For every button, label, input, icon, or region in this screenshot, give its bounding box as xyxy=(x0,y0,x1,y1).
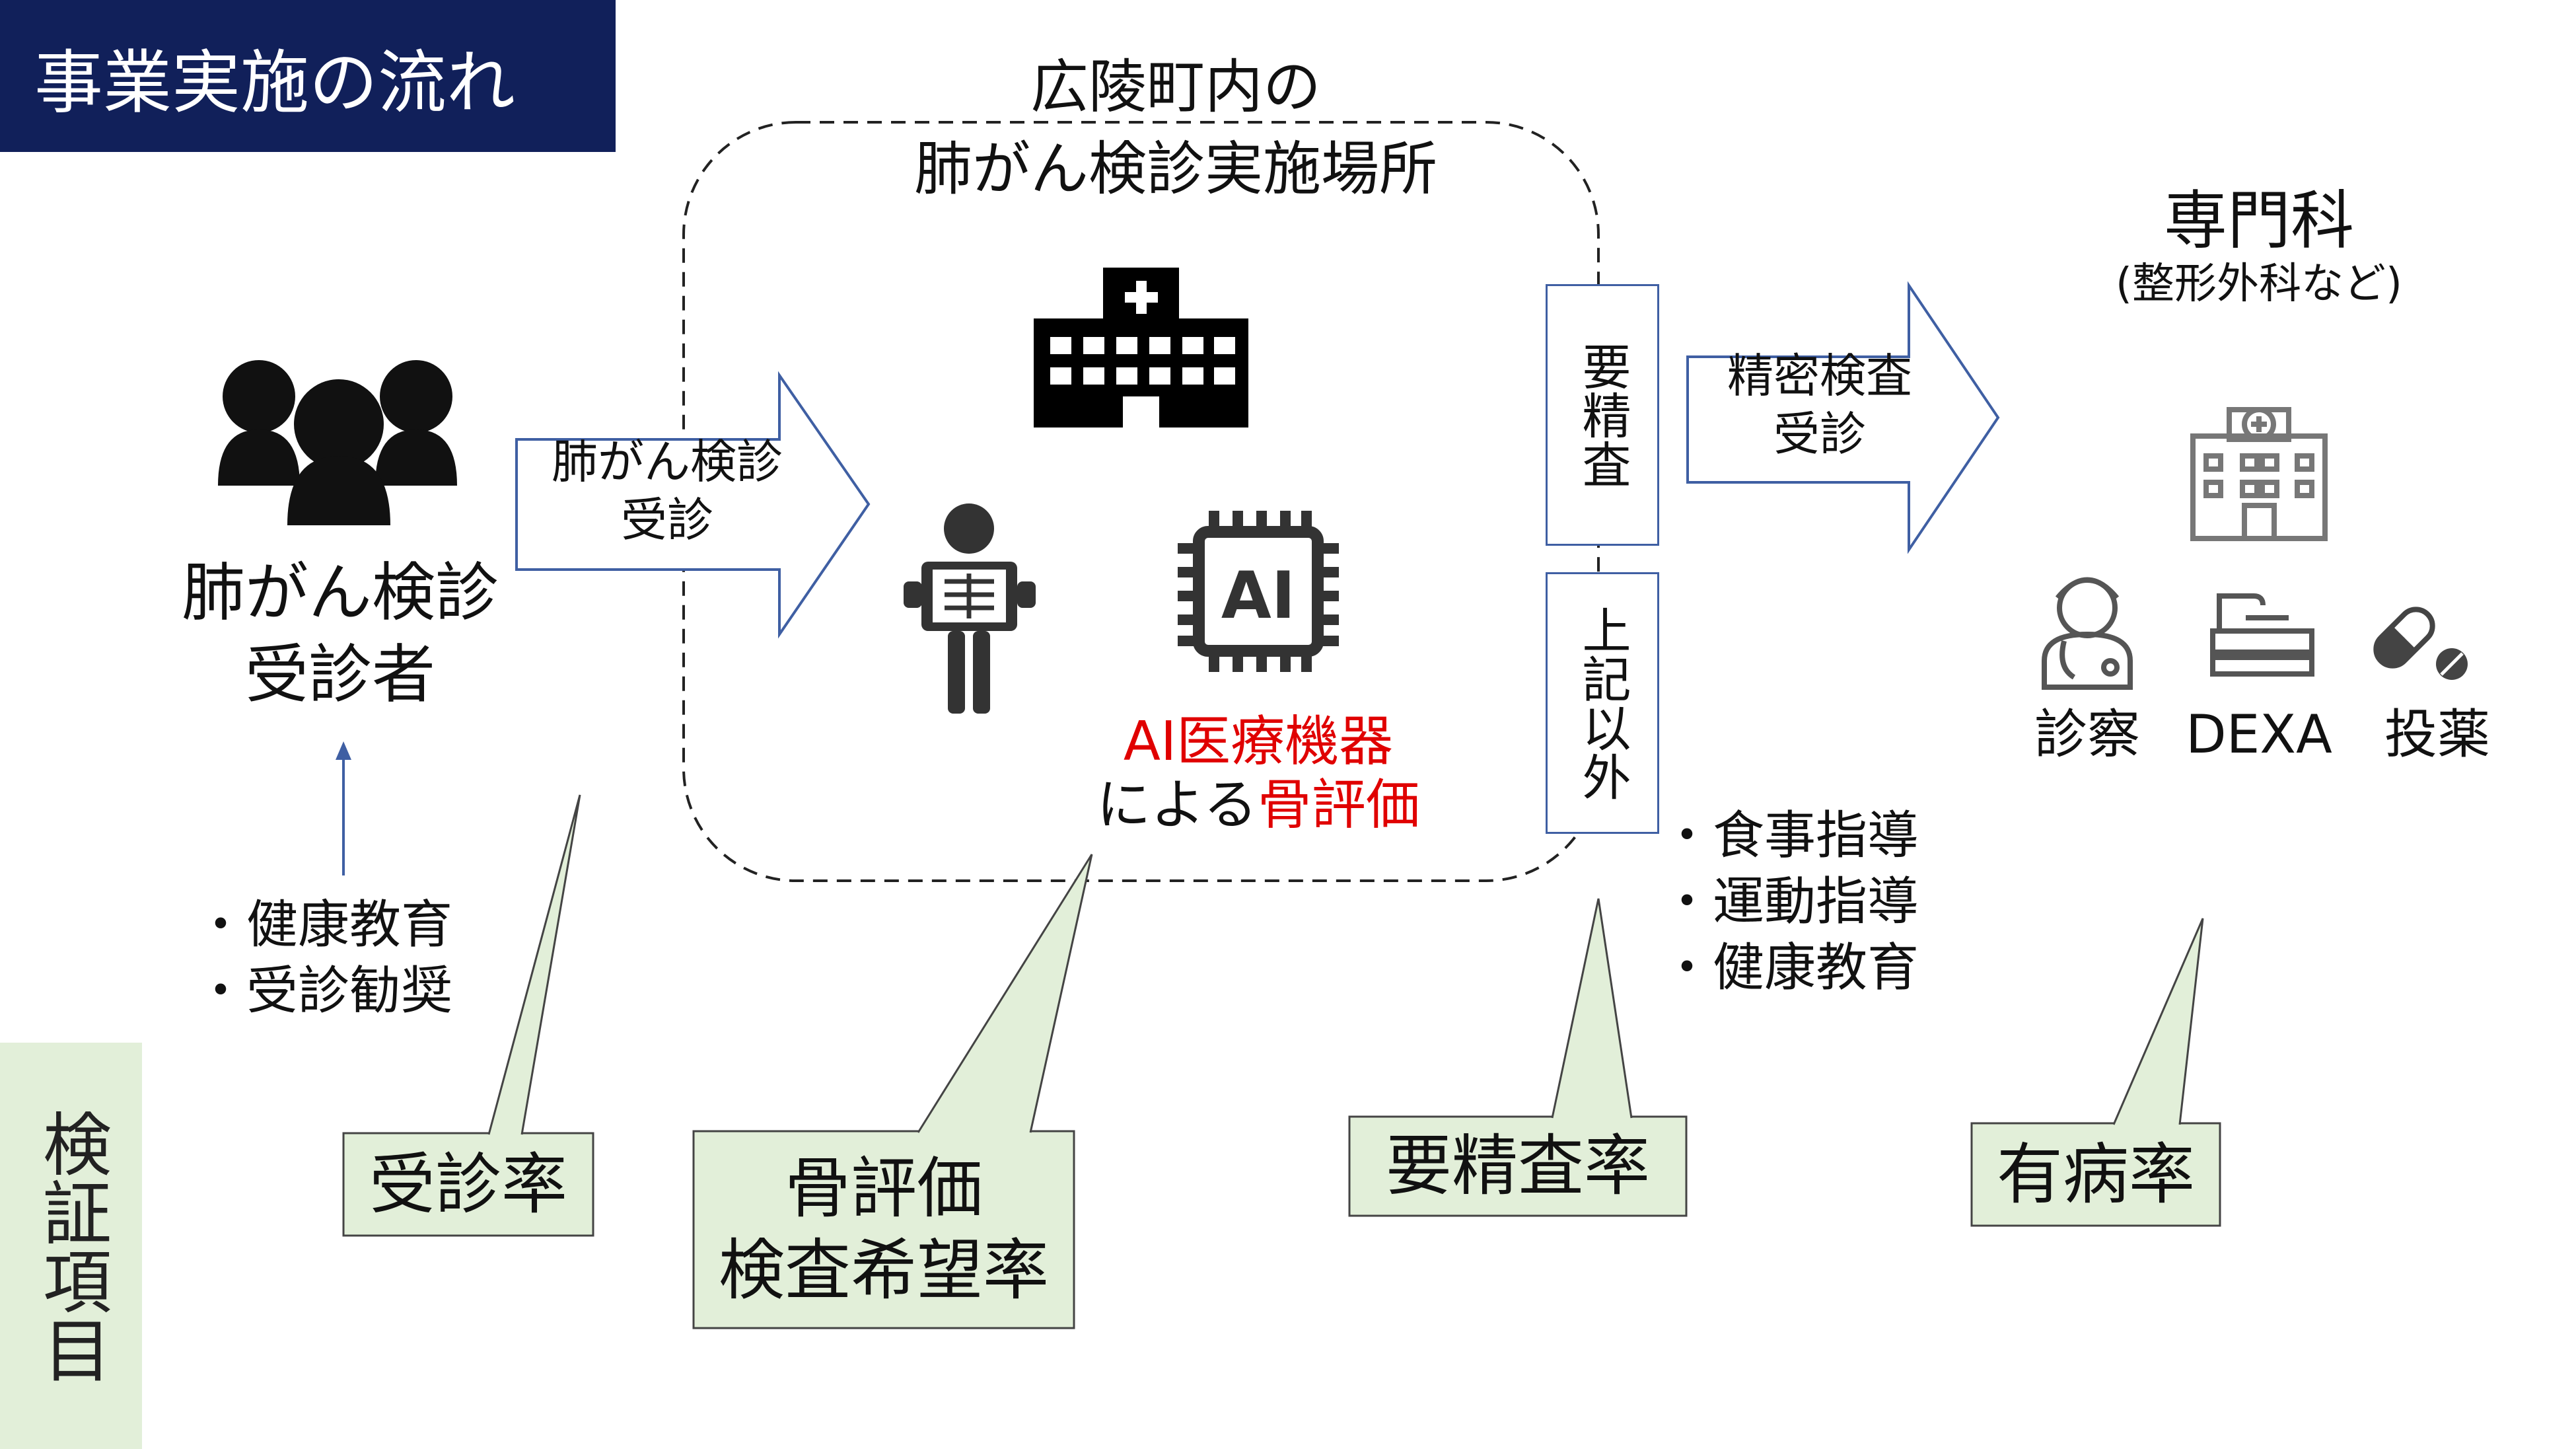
examinee-label-line2: 受診者 xyxy=(245,638,435,712)
arrow-detail-label: 精密検査 受診 xyxy=(1691,347,1949,463)
callout-bone-eval-shape xyxy=(692,854,1093,1329)
ai-chip-icon: AI xyxy=(1178,511,1339,672)
venue-title: 広陵町内の 肺がん検診実施場所 xyxy=(753,46,1598,210)
callout-bone-eval-rate: 骨評価 検査希望率 xyxy=(694,1131,1074,1328)
followup-item: 食事指導 xyxy=(1661,803,1919,869)
other-cases-box: 上記以外 xyxy=(1546,572,1659,834)
specialist-title: 専門科 xyxy=(2164,184,2354,258)
guidance-item: 受診勧奨 xyxy=(195,958,452,1024)
service-medication-label: 投薬 xyxy=(2384,704,2490,765)
ai-evaluation-label: AI医療機器 による骨評価 xyxy=(1044,710,1473,837)
service-consultation-label: 診察 xyxy=(2034,704,2140,765)
arrow-screening-line2: 受診 xyxy=(621,493,713,547)
arrow-screening-line1: 肺がん検診 xyxy=(552,435,783,489)
examinee-label-line1: 肺がん検診 xyxy=(182,556,499,630)
hospital-icon xyxy=(1034,268,1248,427)
up-arrow-icon xyxy=(336,741,351,875)
callout-prevalence-rate: 有病率 xyxy=(1997,1135,2195,1213)
clinic-icon xyxy=(2190,407,2328,541)
callout-participation-rate: 受診率 xyxy=(369,1145,567,1223)
ai-evaluation-line2: による骨評価 xyxy=(1096,774,1420,837)
verification-label: 検証項目 xyxy=(30,1108,112,1384)
ai-device-label: AI医療機器 xyxy=(1123,710,1394,773)
venue-title-line2: 肺がん検診実施場所 xyxy=(913,135,1437,203)
callout-shapes xyxy=(342,794,2221,1329)
xray-person-icon xyxy=(904,503,1036,714)
other-cases-label: 上記以外 xyxy=(1574,605,1631,801)
precise-needed-label: 要精査 xyxy=(1574,342,1631,488)
arrow-detail-shape xyxy=(1686,281,2000,554)
doctor-icon xyxy=(2042,577,2133,690)
pill-icon xyxy=(2373,607,2468,680)
followup-item: 運動指導 xyxy=(1661,869,1919,935)
precise-needed-box: 要精査 xyxy=(1546,284,1659,546)
callout-bone-eval-line2: 検査希望率 xyxy=(719,1232,1049,1309)
arrow-screening-label: 肺がん検診 受診 xyxy=(522,433,812,549)
page-title: 事業実施の流れ xyxy=(0,0,616,152)
callout-prevalence-shape xyxy=(1970,918,2221,1227)
callout-bone-eval-line1: 骨評価 xyxy=(785,1150,983,1227)
arrow-detail-line2: 受診 xyxy=(1773,407,1866,461)
arrow-screening-shape xyxy=(515,371,871,639)
verification-label-box: 検証項目 xyxy=(0,1043,142,1449)
svg-text:AI: AI xyxy=(1221,558,1295,634)
service-dexa-label: DEXA xyxy=(2186,704,2332,765)
examinee-label: 肺がん検診 受診者 xyxy=(132,552,548,716)
followup-item: 健康教育 xyxy=(1661,935,1919,1001)
bone-evaluation-highlight: 骨評価 xyxy=(1257,774,1420,836)
people-icon xyxy=(218,360,457,525)
venue-title-line1: 広陵町内の xyxy=(1030,53,1321,121)
dexa-scanner-icon xyxy=(2210,593,2314,677)
guidance-item: 健康教育 xyxy=(195,892,452,958)
callout-participation-shape xyxy=(342,794,594,1237)
guidance-list: 健康教育 受診勧奨 xyxy=(195,892,452,1024)
ai-evaluation-prefix: による xyxy=(1096,774,1258,836)
followup-list: 食事指導 運動指導 健康教育 xyxy=(1661,803,1919,1001)
venue-dashed-border xyxy=(682,121,1600,882)
callout-precise-rate: 要精査率 xyxy=(1386,1127,1650,1205)
arrow-detail-line1: 精密検査 xyxy=(1727,349,1912,403)
callout-precise-rate-shape xyxy=(1348,898,1688,1217)
specialist-subtitle: (整形外科など) xyxy=(2116,260,2402,309)
